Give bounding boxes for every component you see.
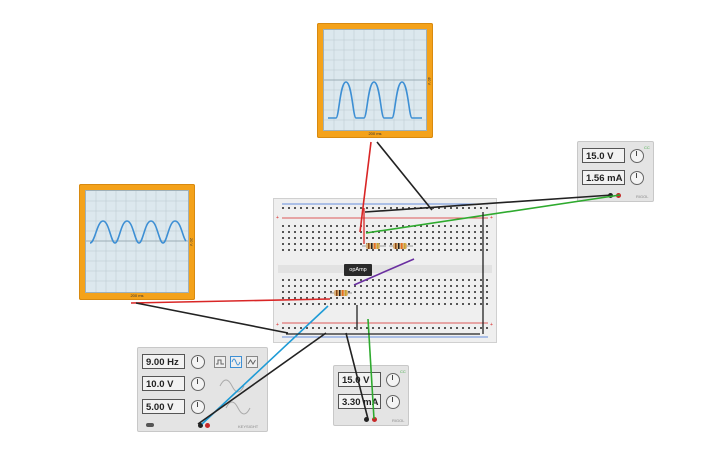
oscilloscope-top-screen xyxy=(323,29,427,131)
triangle-wave-button[interactable] xyxy=(246,356,258,368)
oscilloscope-top-time: 200 ms xyxy=(368,131,382,136)
supply-right-current-knob[interactable] xyxy=(630,171,644,185)
supply-bottom-current-knob[interactable] xyxy=(386,395,400,409)
supply-bottom-current: 3.30 mA xyxy=(338,394,381,409)
svg-text:+: + xyxy=(276,215,279,221)
oscilloscope-top-volts: 40 V xyxy=(427,76,432,85)
oscilloscope-left-trace xyxy=(86,191,188,292)
opamp-label: opAmp xyxy=(349,267,367,273)
power-supply-bottom[interactable]: 15.0 V 3.30 mA CC RIGOL xyxy=(333,365,409,426)
oscilloscope-left-time: 200 ms xyxy=(130,293,144,298)
svg-text:+: + xyxy=(490,215,493,221)
supply-right-led: CC xyxy=(644,145,650,150)
function-generator-negative-terminal[interactable] xyxy=(198,423,203,428)
oscilloscope-top-trace xyxy=(324,30,426,130)
wire-green-supply-bottom-positive[interactable] xyxy=(367,318,375,420)
breadboard-holes: + + + + xyxy=(276,203,493,338)
wire-black-supply-bottom-ground[interactable] xyxy=(345,332,369,420)
breadboard[interactable]: + + + + opAmp xyxy=(273,198,497,343)
supply-bottom-voltage-knob[interactable] xyxy=(386,373,400,387)
wire-black-scope-top-ground[interactable] xyxy=(376,141,433,211)
oscilloscope-left[interactable]: 200 ms 20 V xyxy=(79,184,195,300)
supply-bottom-negative-terminal[interactable] xyxy=(364,417,369,422)
oscilloscope-left-screen xyxy=(85,190,189,293)
supply-bottom-positive-terminal[interactable] xyxy=(372,417,377,422)
triangle-icon xyxy=(247,359,256,365)
wire-red-scope-top-probe[interactable] xyxy=(359,141,372,233)
frequency-knob[interactable] xyxy=(191,355,205,369)
svg-text:+: + xyxy=(276,322,279,328)
function-generator-positive-terminal[interactable] xyxy=(205,423,210,428)
power-supply-right[interactable]: 15.0 V 1.56 mA CC RIGOL xyxy=(577,141,654,202)
square-icon xyxy=(216,359,224,365)
square-wave-button[interactable] xyxy=(214,356,226,368)
function-generator-frequency: 9.00 Hz xyxy=(142,354,185,369)
sine-wave-button[interactable] xyxy=(230,356,242,368)
offset-knob[interactable] xyxy=(191,400,205,414)
wire-purple-jumper[interactable] xyxy=(353,258,415,286)
supply-right-current: 1.56 mA xyxy=(582,170,625,185)
amplitude-knob[interactable] xyxy=(191,377,205,391)
supply-right-voltage-knob[interactable] xyxy=(630,149,644,163)
supply-right-voltage: 15.0 V xyxy=(582,148,625,163)
svg-text:+: + xyxy=(490,322,493,328)
supply-bottom-led: CC xyxy=(400,369,406,374)
function-generator[interactable]: 9.00 Hz 10.0 V 5.00 V KEYSIGHT xyxy=(137,347,268,432)
wire-black-scope-left-ground[interactable] xyxy=(135,302,289,334)
waveform-preview-icon xyxy=(219,379,251,415)
function-generator-ground-terminal[interactable] xyxy=(146,423,154,427)
opamp-chip[interactable]: opAmp xyxy=(344,264,372,276)
function-generator-offset: 5.00 V xyxy=(142,399,185,414)
wire-blue-fgen-signal[interactable] xyxy=(201,305,329,425)
oscilloscope-top[interactable]: 200 ms 40 V xyxy=(317,23,433,138)
wire-red-scope-left-probe[interactable] xyxy=(130,298,331,304)
wire-black-fgen-ground[interactable] xyxy=(197,332,327,425)
supply-bottom-logo: RIGOL xyxy=(392,418,405,423)
wire-green-supply-right-positive[interactable] xyxy=(365,194,621,234)
wire-black-supply-right-ground[interactable] xyxy=(364,194,613,213)
sine-icon xyxy=(231,358,241,366)
oscilloscope-left-volts: 20 V xyxy=(189,237,194,247)
supply-right-logo: RIGOL xyxy=(636,194,649,199)
function-generator-amplitude: 10.0 V xyxy=(142,376,185,391)
function-generator-logo: KEYSIGHT xyxy=(238,424,259,429)
